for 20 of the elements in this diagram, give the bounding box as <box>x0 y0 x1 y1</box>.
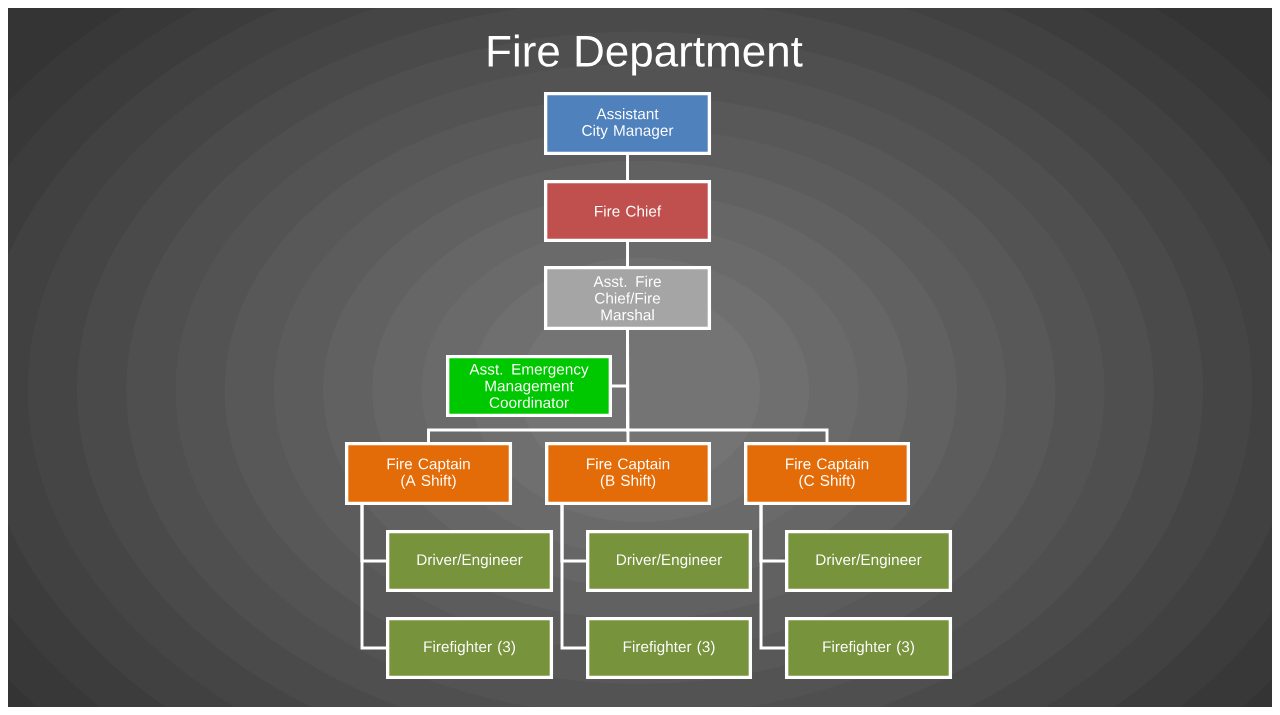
org-box: Fire Captain (C Shift) <box>744 441 910 506</box>
connector-line <box>360 505 386 650</box>
org-box: Asst. Emergency Management Coordinator <box>446 355 612 417</box>
connector-line <box>626 242 629 266</box>
org-box: Driver/Engineer <box>586 530 752 592</box>
org-box: Fire Chief <box>544 180 712 242</box>
org-box: Firefighter (3) <box>784 617 953 679</box>
org-box: Asst. Fire Chief/Fire Marshal <box>544 266 712 330</box>
org-box: Fire Captain (B Shift) <box>545 441 711 506</box>
org-box: Firefighter (3) <box>586 617 752 679</box>
org-box: Fire Captain (A Shift) <box>344 441 513 506</box>
connector-line <box>560 505 586 650</box>
org-box: Firefighter (3) <box>385 617 554 679</box>
org-box: Driver/Engineer <box>385 530 554 592</box>
org-box: Assistant City Manager <box>544 91 712 156</box>
title: Fire Department <box>488 34 803 76</box>
connector-line <box>626 155 629 180</box>
connector-line <box>626 330 829 442</box>
connector-line <box>759 505 785 650</box>
org-box: Driver/Engineer <box>784 530 953 592</box>
